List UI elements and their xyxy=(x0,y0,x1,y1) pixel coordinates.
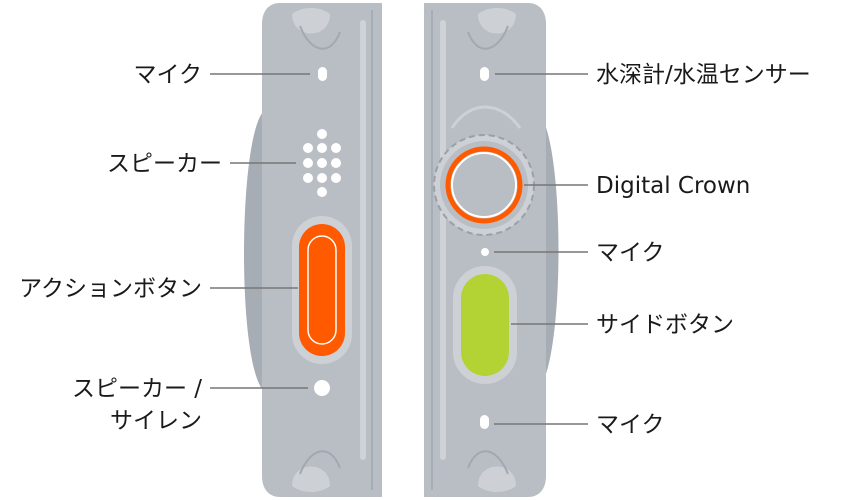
label-left-mic: マイク xyxy=(133,62,202,88)
depth-sensor-hole xyxy=(480,67,489,81)
right-watch-side xyxy=(424,3,559,497)
label-right-mic-top: マイク xyxy=(596,240,665,266)
label-digital-crown: Digital Crown xyxy=(596,173,750,199)
label-right-mic-bottom: マイク xyxy=(596,412,665,438)
right-case-groove xyxy=(440,20,446,460)
leader-lines xyxy=(210,73,588,425)
label-side-button: サイドボタン xyxy=(596,312,734,338)
label-left-speaker: スピーカー xyxy=(107,151,222,177)
left-mic-hole xyxy=(318,67,327,81)
right-mic-hole-bottom xyxy=(480,415,489,429)
speaker-siren-hole xyxy=(314,380,330,396)
left-side-rear-bump xyxy=(243,110,265,392)
label-speaker-siren-line1: スピーカー / xyxy=(72,376,202,402)
side-button[interactable] xyxy=(461,274,509,376)
crown-guard xyxy=(450,105,522,129)
callout-labels: マイク スピーカー アクションボタン スピーカー / サイレン 水深計/水温セン… xyxy=(19,62,811,438)
speaker-grille xyxy=(303,129,341,197)
right-mic-hole-top xyxy=(481,248,489,256)
label-action-button: アクションボタン xyxy=(19,276,202,302)
action-button-inner-outline xyxy=(307,235,337,345)
crown-orange-ring xyxy=(445,146,523,224)
digital-crown[interactable] xyxy=(433,134,535,236)
left-watch-side xyxy=(243,3,382,497)
label-depth-sensor: 水深計/水温センサー xyxy=(596,62,811,88)
label-speaker-siren-line2: サイレン xyxy=(110,408,202,434)
action-button[interactable] xyxy=(299,224,345,356)
crown-face xyxy=(451,152,517,218)
left-case-groove xyxy=(360,20,366,460)
